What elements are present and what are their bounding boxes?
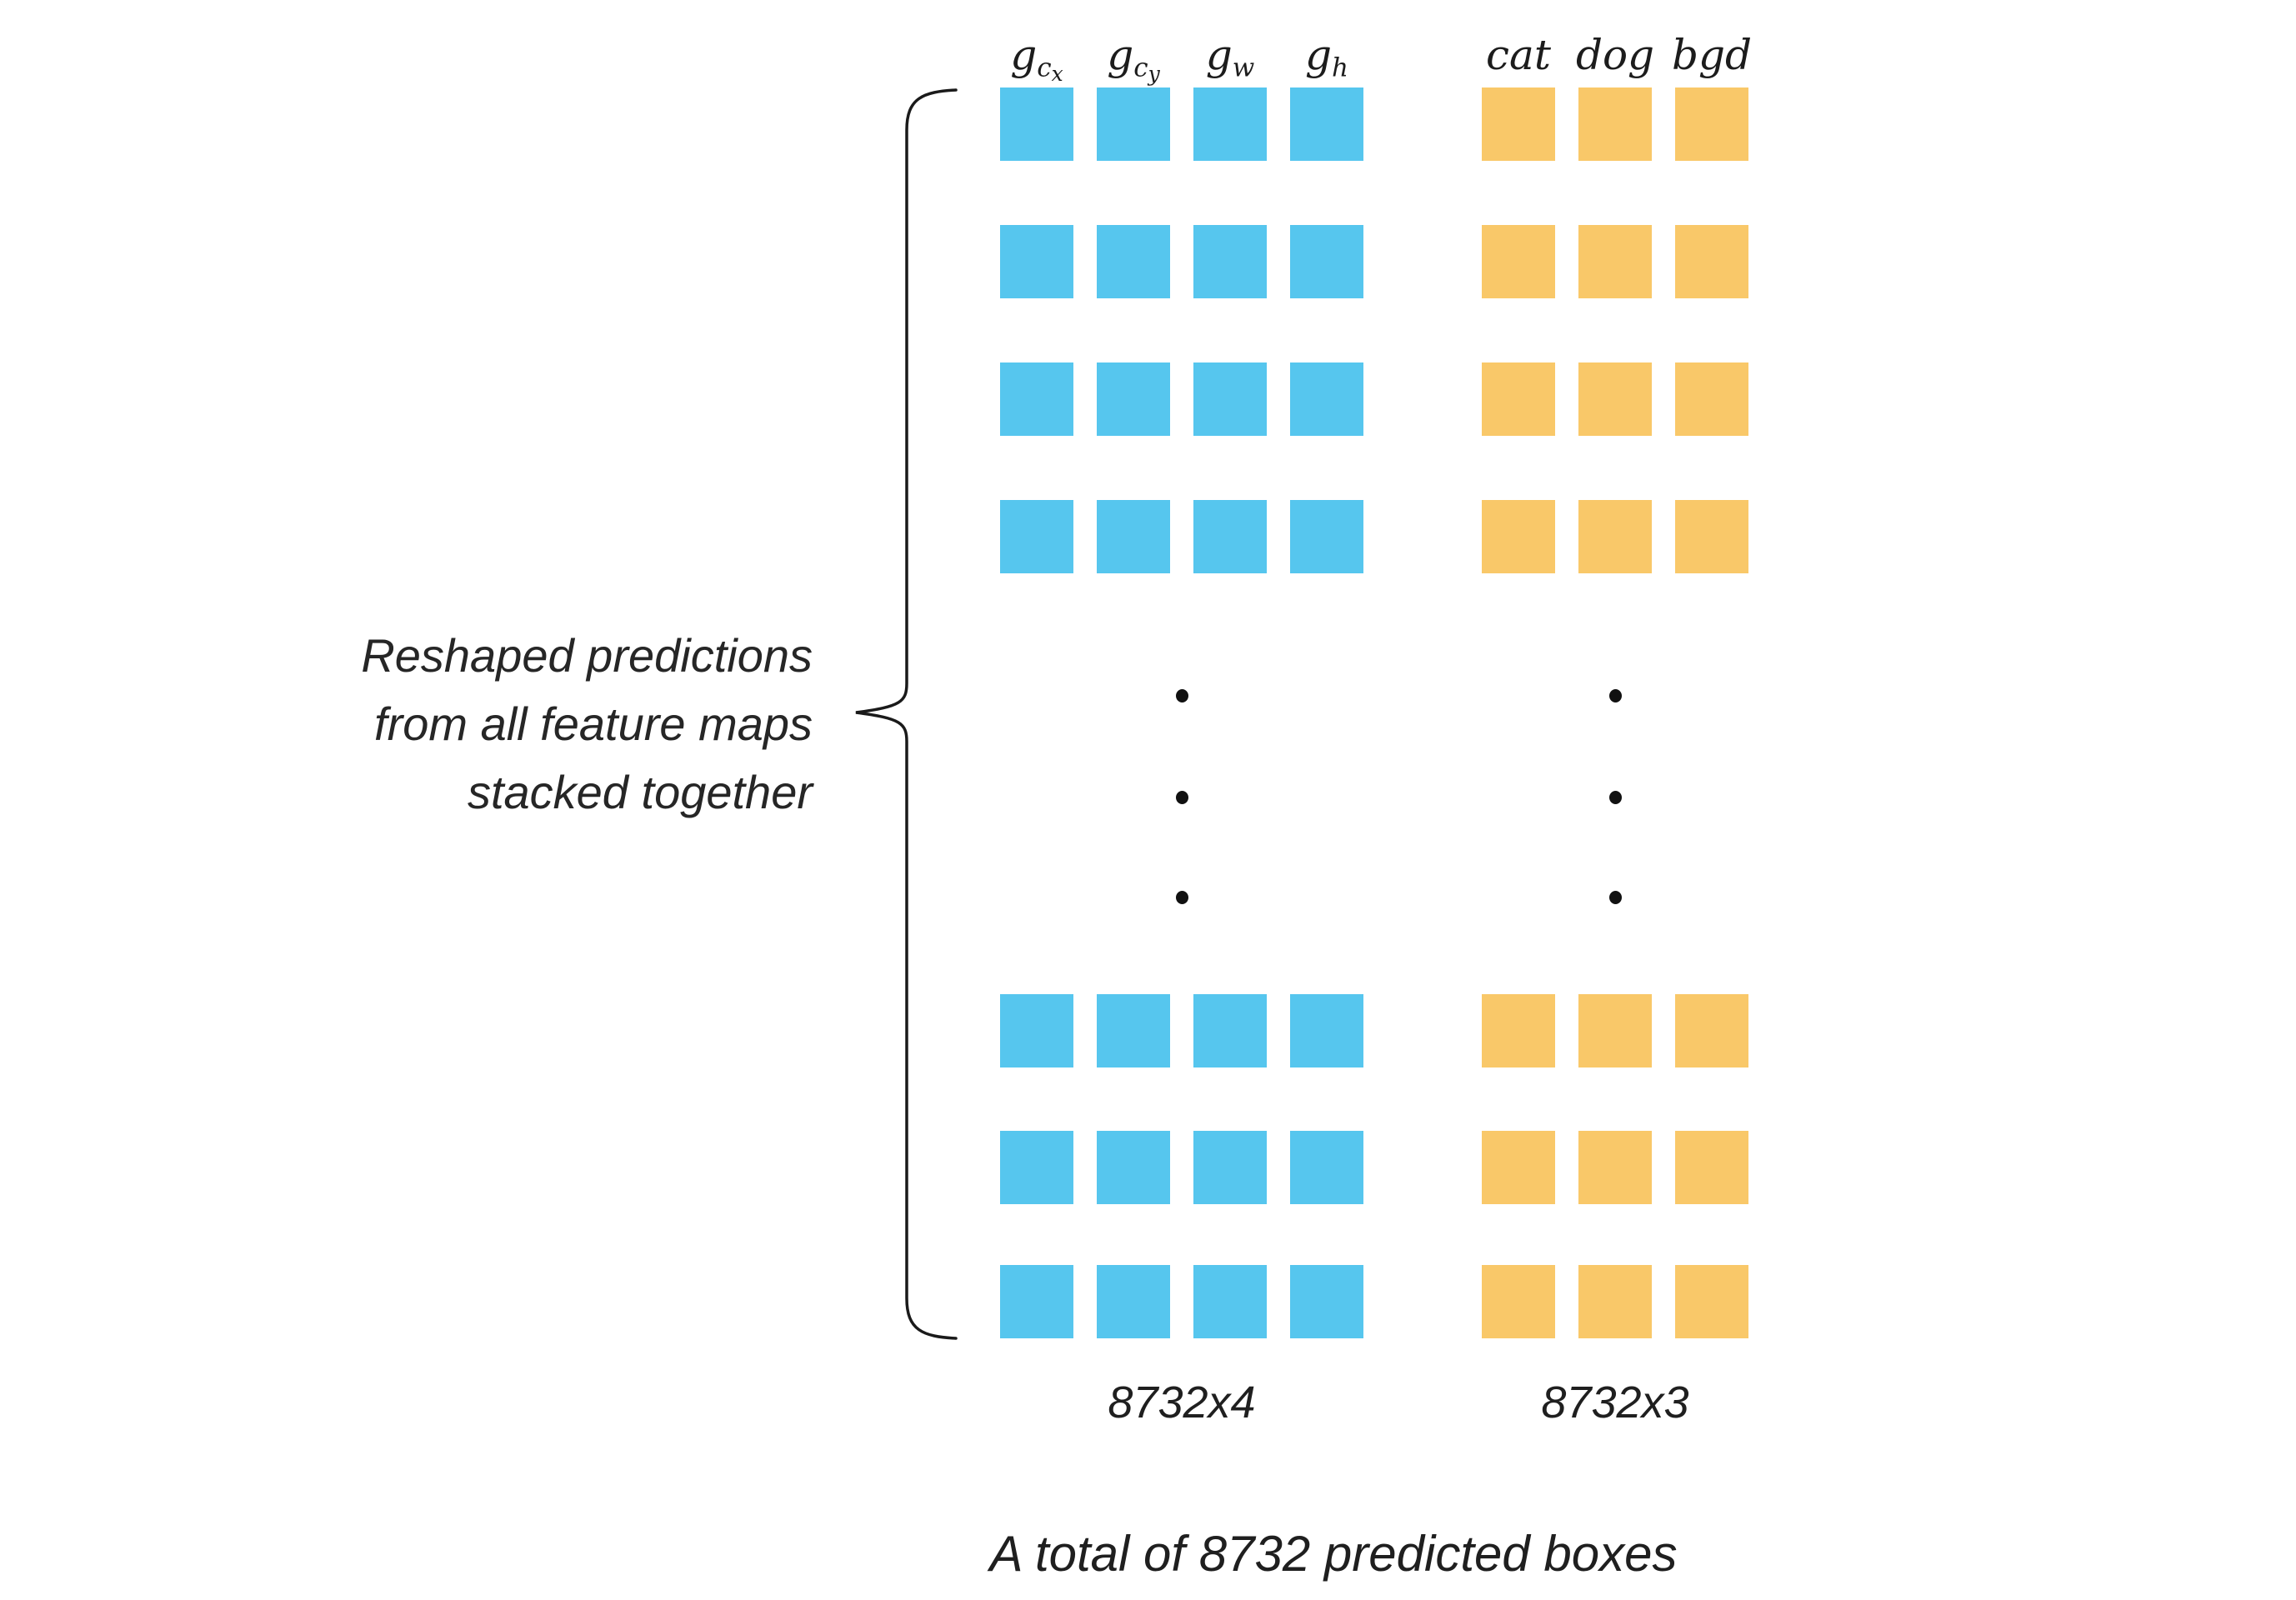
loc-size-label: 8732x4 [1108,1378,1256,1428]
loc-cell [1000,500,1073,573]
loc-cell [1193,1265,1267,1338]
total-caption: A total of 8732 predicted boxes [989,1526,1678,1582]
loc-cell [1000,362,1073,436]
cls-cell [1482,1265,1555,1338]
cls-cell [1578,1131,1652,1204]
cls-size-label: 8732x3 [1541,1378,1689,1428]
cls-cell [1578,362,1652,436]
loc-cell [1000,88,1073,161]
ellipsis-dot [1175,791,1188,804]
header-dog: dog [1575,31,1655,79]
loc-cell [1290,225,1363,298]
cls-cell [1482,88,1555,161]
cls-cell [1578,88,1652,161]
brace-label-line-1: Reshaped predictions [361,629,813,682]
loc-cell [1097,1131,1170,1204]
ellipsis-dot [1175,689,1188,702]
cls-cell [1675,1131,1748,1204]
loc-cell [1193,225,1267,298]
ellipsis-dot [1175,891,1188,904]
header-cat: cat [1486,31,1551,79]
cls-cell [1675,362,1748,436]
cls-cell [1482,362,1555,436]
cls-cell [1578,994,1652,1068]
cls-cell [1578,1265,1652,1338]
cls-cell [1482,1131,1555,1204]
loc-cell [1290,362,1363,436]
loc-cell [1290,1265,1363,1338]
curly-brace [855,88,958,1340]
cls-cell [1675,994,1748,1068]
header-gcx: gcx [1010,31,1063,86]
loc-cell [1097,225,1170,298]
cls-cell [1675,225,1748,298]
brace-label: Reshaped predictions from all feature ma… [361,622,813,827]
cls-cell [1675,500,1748,573]
cls-cell [1482,994,1555,1068]
loc-cell [1290,88,1363,161]
cls-cell [1482,225,1555,298]
loc-cell [1097,500,1170,573]
loc-cell [1000,1265,1073,1338]
header-gw: gw [1205,31,1255,83]
brace-label-line-2: from all feature maps [374,698,813,750]
header-gh: gh [1305,31,1348,83]
loc-cell [1193,362,1267,436]
ellipsis-dot [1608,689,1622,702]
cls-cell [1675,88,1748,161]
loc-cell [1000,225,1073,298]
cls-cell [1578,225,1652,298]
loc-cell [1193,994,1267,1068]
header-bgd: bgd [1671,31,1753,79]
loc-cell [1193,500,1267,573]
cls-cell [1675,1265,1748,1338]
cls-cell [1578,500,1652,573]
loc-cell [1097,88,1170,161]
brace-label-line-3: stacked together [467,766,813,818]
loc-cell [1097,994,1170,1068]
loc-cell [1290,994,1363,1068]
loc-cell [1000,994,1073,1068]
ellipsis-dot [1608,891,1622,904]
header-gcy: gcy [1107,31,1160,86]
loc-cell [1193,88,1267,161]
loc-cell [1097,1265,1170,1338]
loc-cell [1193,1131,1267,1204]
loc-cell [1097,362,1170,436]
cls-cell [1482,500,1555,573]
loc-cell [1290,500,1363,573]
ellipsis-dot [1608,791,1622,804]
loc-cell [1290,1131,1363,1204]
loc-cell [1000,1131,1073,1204]
